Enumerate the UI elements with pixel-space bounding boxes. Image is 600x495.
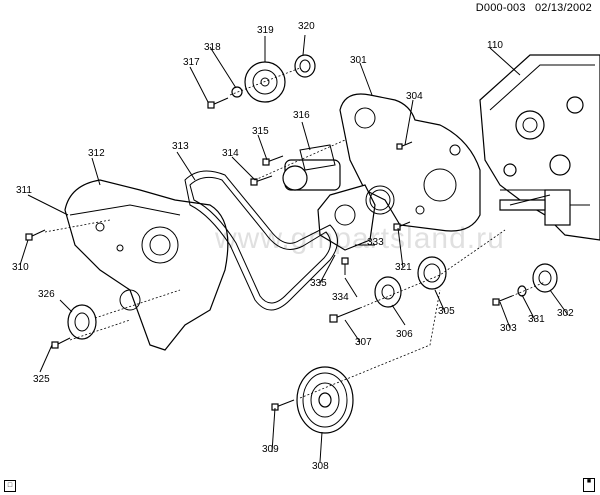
callout-321: 321	[395, 262, 412, 273]
engine-logo-icon: ■	[583, 478, 595, 492]
callout-317: 317	[183, 57, 200, 68]
callout-309: 309	[262, 444, 279, 455]
watermark: www.gmpartsland.ru	[215, 222, 505, 255]
callout-303: 303	[500, 323, 517, 334]
leader-lines	[19, 34, 569, 463]
callout-319: 319	[257, 25, 274, 36]
callout-335: 335	[310, 278, 327, 289]
callout-318: 318	[204, 42, 221, 53]
callout-333: 333	[367, 237, 384, 248]
callout-325: 325	[33, 374, 50, 385]
rear-timing-cover	[339, 93, 481, 232]
bolts	[25, 97, 551, 411]
crankshaft-sprocket	[374, 256, 447, 308]
callout-313: 313	[172, 141, 189, 152]
callout-314: 314	[222, 148, 239, 159]
thermostat-housing	[282, 144, 341, 191]
callout-304: 304	[406, 91, 423, 102]
callout-316: 316	[293, 110, 310, 121]
camshaft-sprocket	[231, 54, 316, 103]
callout-307: 307	[355, 337, 372, 348]
callout-305: 305	[438, 306, 455, 317]
idler-pulley-right	[517, 263, 558, 297]
diagram-code: D000-003	[475, 2, 526, 14]
callout-311: 311	[16, 185, 32, 196]
callout-326: 326	[38, 289, 55, 300]
callout-310: 310	[12, 262, 29, 273]
document-icon: □	[4, 480, 16, 492]
front-timing-cover	[64, 179, 229, 351]
engine-block	[479, 54, 600, 241]
callout-331: 331	[528, 314, 545, 325]
callout-301: 301	[350, 55, 367, 66]
callout-312: 312	[88, 148, 105, 159]
diagram-header: D000-003 02/13/2002	[470, 2, 592, 14]
callout-302: 302	[557, 308, 574, 319]
crankshaft-balancer	[296, 366, 354, 434]
callout-315: 315	[252, 126, 269, 137]
callout-320: 320	[298, 21, 315, 32]
diagram-date: 02/13/2002	[534, 2, 592, 14]
serpentine-belt	[184, 170, 338, 311]
idler-pulley	[67, 304, 97, 340]
callout-334: 334	[332, 292, 349, 303]
callout-308: 308	[312, 461, 329, 472]
callout-306: 306	[396, 329, 413, 340]
alignment-lines	[44, 67, 546, 399]
callout-110: 110	[487, 40, 503, 51]
